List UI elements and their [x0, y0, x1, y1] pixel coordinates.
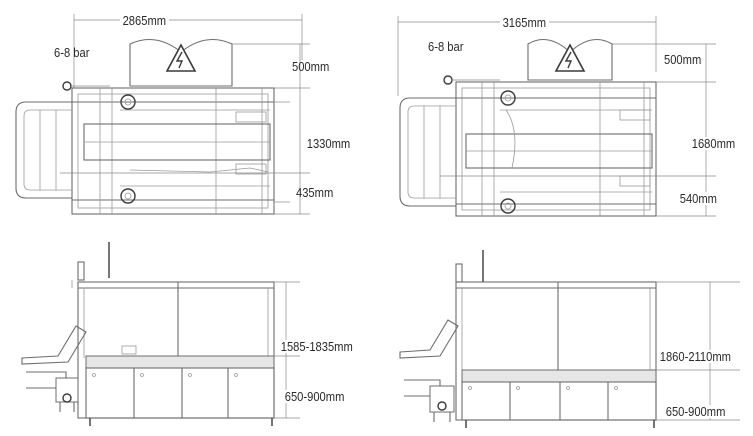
electrical-hazard-warning-icon [554, 43, 586, 72]
large-pressure-label: 6-8 bar [428, 39, 464, 54]
large-machine-side-view [399, 250, 740, 428]
air-connection-icon [443, 75, 453, 85]
large-side-offset-label: 540mm [678, 191, 719, 206]
large-depth-label: 1680mm [690, 136, 737, 151]
large-table-height-label: 650-900mm [664, 404, 728, 419]
small-depth-label: 1330mm [305, 136, 352, 151]
small-height-label: 1585-1835mm [279, 339, 355, 354]
small-machine-side-view [21, 242, 300, 426]
large-width-label: 3165mm [500, 16, 549, 29]
small-pressure-label: 6-8 bar [54, 45, 90, 60]
air-connection-icon [62, 81, 72, 91]
small-table-height-label: 650-900mm [283, 389, 347, 404]
small-machine-top-view [15, 14, 310, 215]
electrical-hazard-warning-icon [165, 43, 197, 72]
large-top-clearance-label: 500mm [664, 52, 702, 67]
large-height-label: 1860-2110mm [658, 349, 733, 364]
small-top-clearance-label: 500mm [292, 59, 330, 74]
small-width-label: 2865mm [120, 14, 169, 27]
small-side-offset-label: 435mm [296, 185, 334, 200]
